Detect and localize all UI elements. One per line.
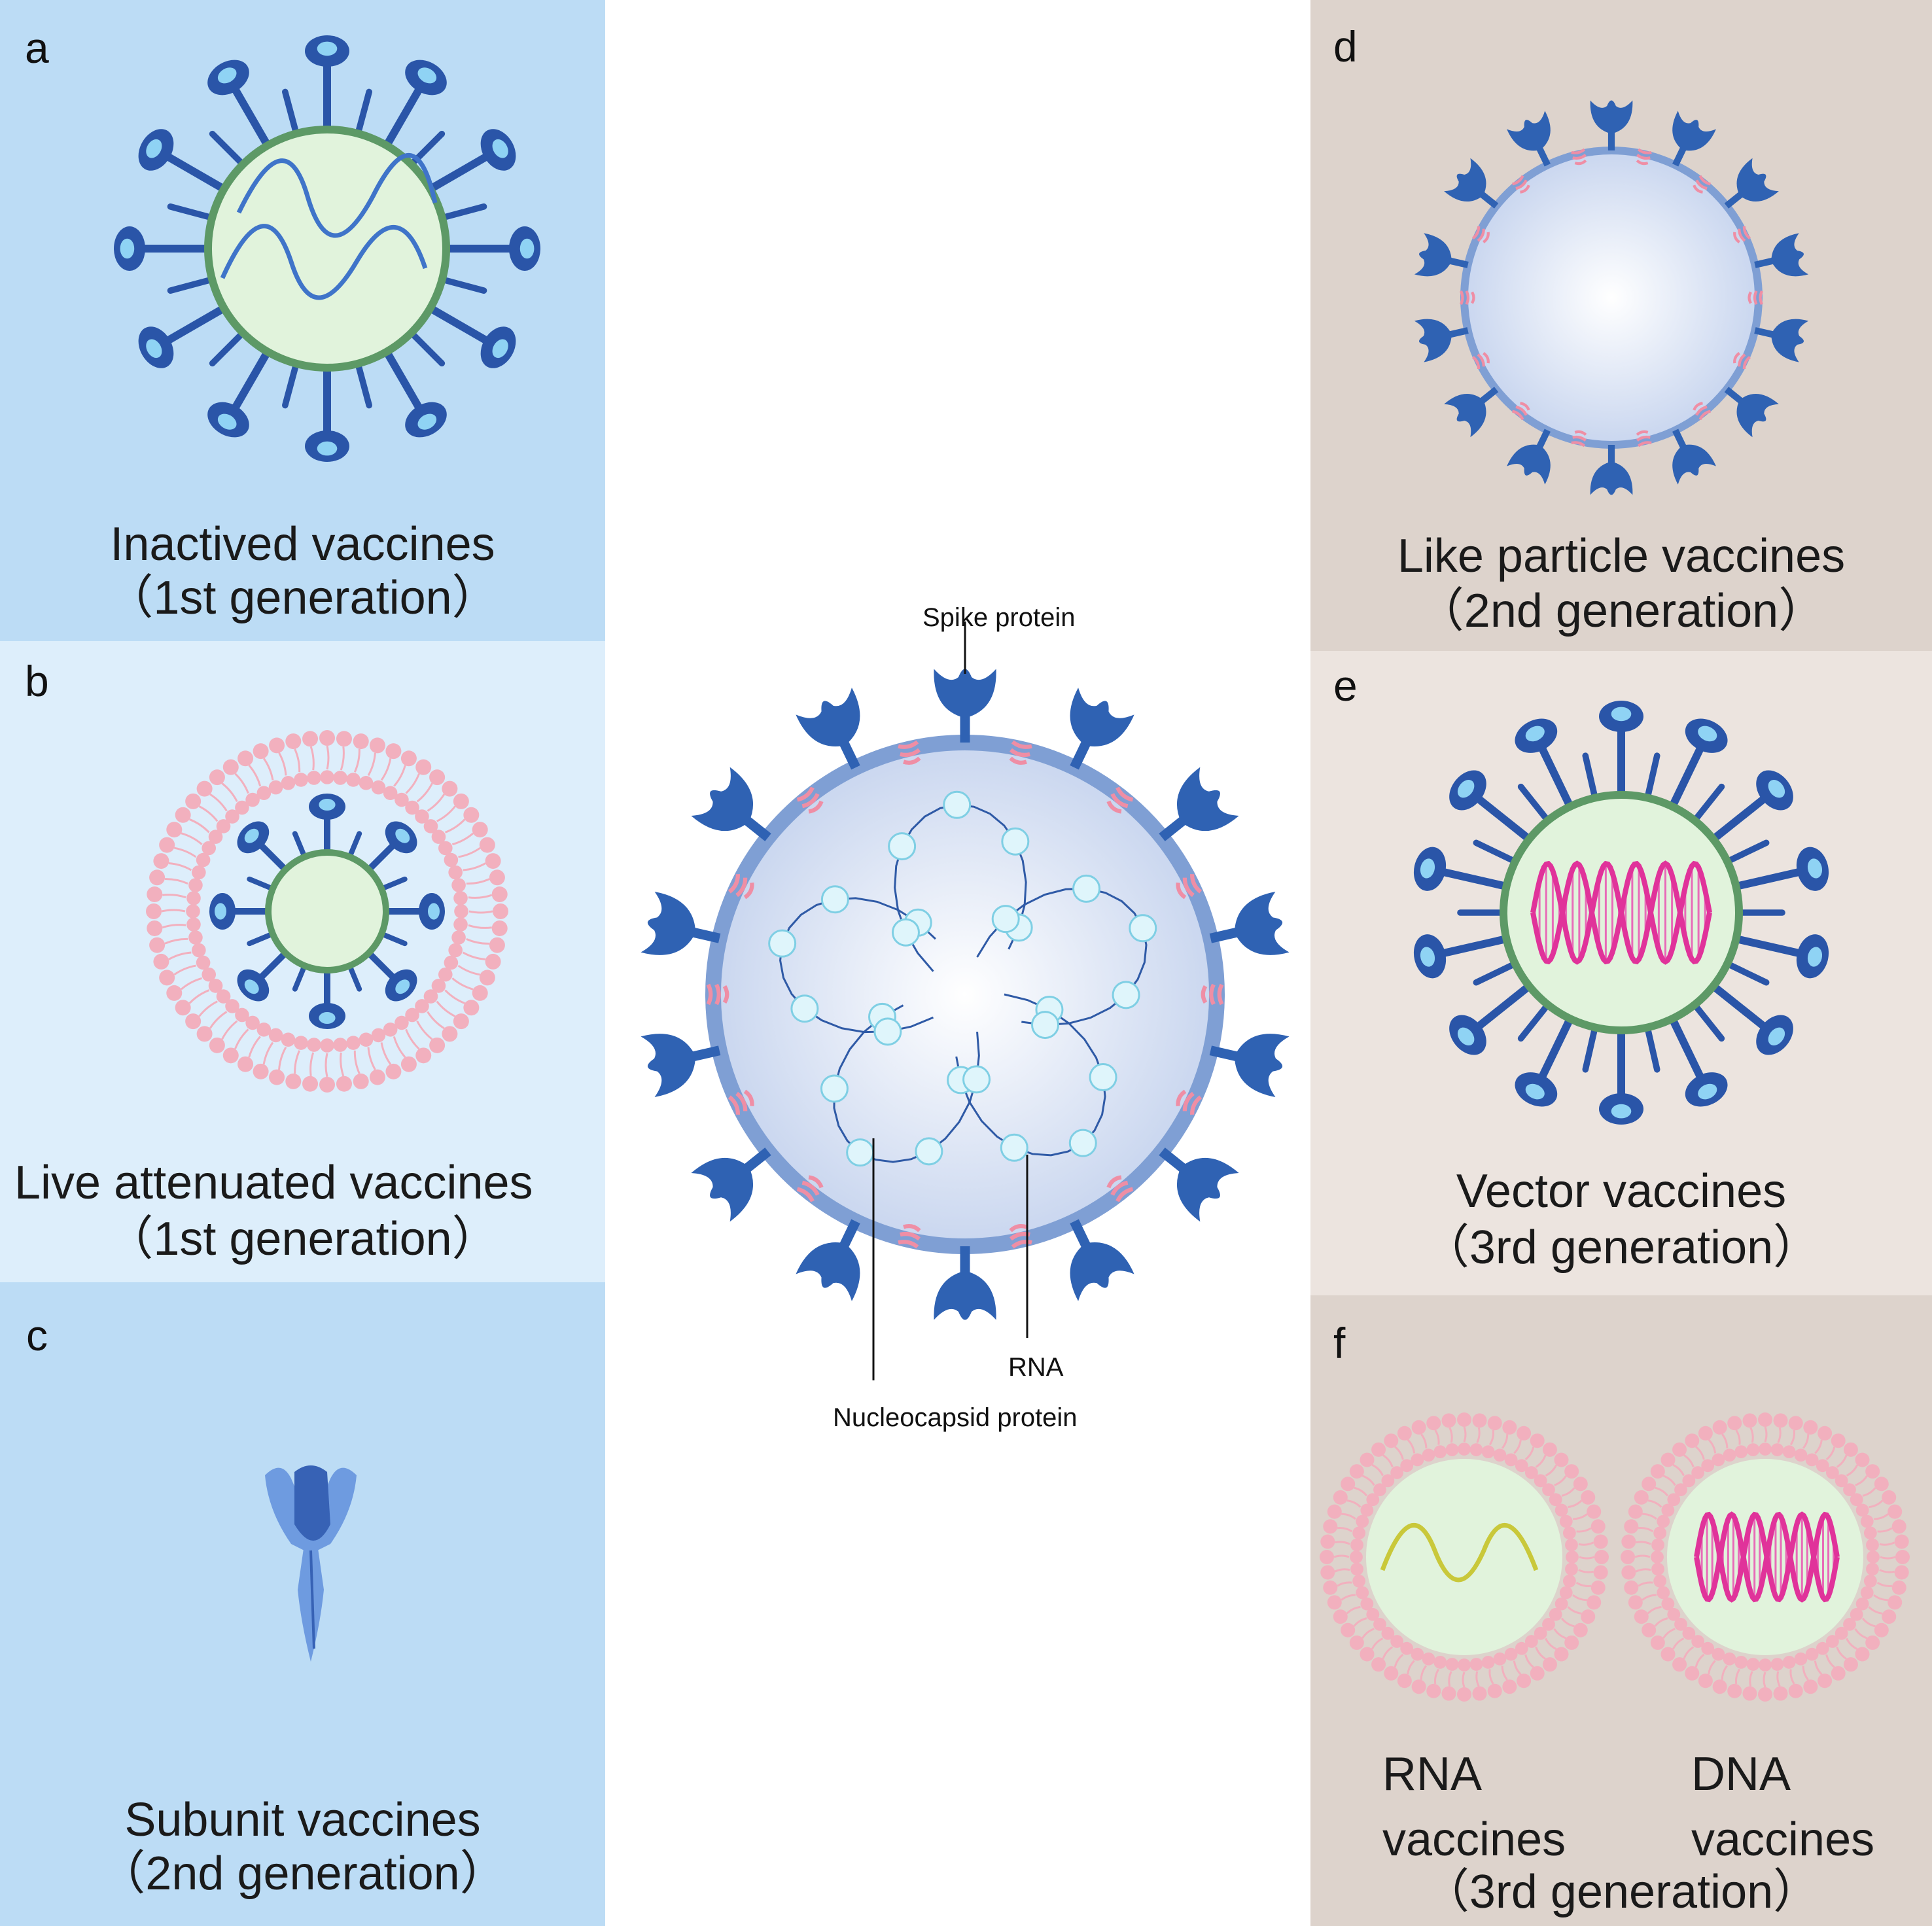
panel-b: b Live attenuated vaccines （1st generati… bbox=[0, 641, 605, 1282]
caption-f-generation: （3rd generation） bbox=[1422, 1866, 1821, 1918]
vector-virus-icon bbox=[1413, 701, 1829, 1125]
rna-wave-icon bbox=[1380, 1522, 1539, 1583]
attenuated-virus-icon bbox=[146, 730, 508, 1093]
panel-d: d Like particle vaccines （2nd generation… bbox=[1310, 0, 1932, 651]
panel-letter-d: d bbox=[1333, 22, 1358, 71]
inactivated-virus-icon bbox=[114, 35, 540, 462]
caption-f-dna-title: DNA bbox=[1691, 1748, 1791, 1800]
nucleocapsid-icon bbox=[768, 790, 1157, 1167]
panel-letter-f: f bbox=[1333, 1319, 1346, 1367]
caption-f-dna-sub: vaccines bbox=[1691, 1813, 1875, 1866]
caption-c-generation: （2nd generation） bbox=[98, 1847, 507, 1900]
panel-letter-b: b bbox=[25, 657, 49, 705]
dna-helix-icon bbox=[1694, 1511, 1840, 1603]
nucleic-acid-vaccines-icon bbox=[1320, 1412, 1910, 1702]
caption-f-rna-sub: vaccines bbox=[1382, 1813, 1566, 1866]
caption-b-title: Live attenuated vaccines bbox=[14, 1157, 533, 1209]
center-virus-panel: Spike protein RNA Nucleocapsid protein bbox=[605, 0, 1310, 1926]
spike-icon bbox=[209, 794, 445, 1029]
panel-letter-e: e bbox=[1333, 661, 1358, 710]
caption-a-generation: （1st generation） bbox=[106, 572, 499, 624]
spike-icon bbox=[641, 669, 1290, 1320]
spike-protein-icon bbox=[265, 1465, 357, 1662]
panel-letter-c: c bbox=[26, 1311, 48, 1359]
coronavirus-diagram bbox=[641, 622, 1290, 1380]
caption-e-generation: （3rd generation） bbox=[1422, 1221, 1821, 1274]
virus-like-particle-icon bbox=[1414, 100, 1809, 495]
caption-a-title: Inactived vaccines bbox=[110, 518, 495, 570]
lipid-bilayer-icon bbox=[146, 730, 508, 1093]
panel-f: f RNA vaccines DNA vaccines （3rd generat… bbox=[1310, 1295, 1932, 1926]
dna-helix-icon bbox=[1530, 860, 1712, 965]
spike-icon bbox=[114, 35, 540, 462]
panel-a: a Inactived vaccines （1st generation） bbox=[0, 0, 605, 641]
rna-label: RNA bbox=[1008, 1353, 1064, 1382]
caption-e-title: Vector vaccines bbox=[1456, 1165, 1787, 1217]
caption-b-generation: （1st generation） bbox=[106, 1213, 499, 1265]
panel-c: c Subunit vaccines （2nd generation） bbox=[0, 1282, 605, 1926]
rna-wave-icon bbox=[236, 152, 438, 238]
lipid-nanoparticle-icon bbox=[1320, 1412, 1609, 1702]
caption-d-title: Like particle vaccines bbox=[1397, 530, 1846, 582]
spike-protein-label: Spike protein bbox=[922, 603, 1076, 632]
spike-icon bbox=[1413, 701, 1829, 1125]
panel-letter-a: a bbox=[25, 24, 49, 72]
nucleocapsid-protein-label: Nucleocapsid protein bbox=[833, 1403, 1078, 1432]
caption-f-rna-title: RNA bbox=[1382, 1748, 1483, 1800]
panel-e: e Vector vaccines （3rd generation） bbox=[1310, 651, 1932, 1295]
caption-d-generation: （2nd generation） bbox=[1416, 585, 1826, 637]
caption-c-title: Subunit vaccines bbox=[124, 1794, 481, 1846]
